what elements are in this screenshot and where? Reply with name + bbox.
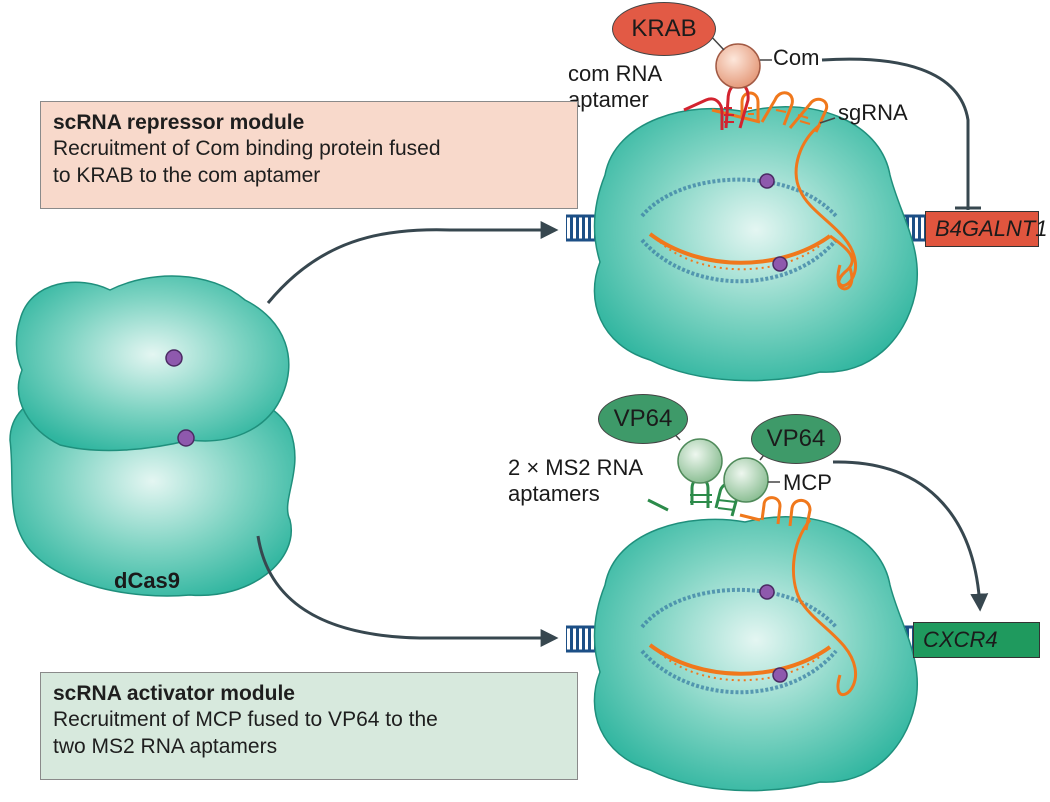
activator-desc-2: two MS2 RNA aptamers xyxy=(53,734,278,758)
ms2-label-1: 2 × MS2 RNA xyxy=(508,455,644,480)
sgrna-backbone-bottom xyxy=(791,519,858,697)
arrow-to-activator xyxy=(256,535,559,647)
repressor-desc-2: to KRAB to the com aptamer xyxy=(53,163,321,187)
vp64-label-1: VP64 xyxy=(613,405,673,432)
krab-domain: KRAB xyxy=(612,2,716,56)
repressor-desc-1: Recruitment of Com binding protein fused xyxy=(53,137,441,161)
sgrna-spacer-top xyxy=(648,232,832,265)
sgrna-backbone-top xyxy=(794,123,858,291)
com-label: Com xyxy=(773,45,820,70)
sgrna-hairpins-bottom xyxy=(739,496,812,531)
magnesium-ion-icon xyxy=(177,429,195,447)
activator-title: scRNA activator module xyxy=(53,682,295,705)
dcas9-label: dCas9 xyxy=(114,568,181,593)
activator-complex xyxy=(566,426,989,792)
activation-arrow-icon xyxy=(832,460,989,612)
dcas9-bound-bottom xyxy=(593,515,919,792)
arrow-to-repressor xyxy=(266,221,559,304)
vp64-label-2: VP64 xyxy=(766,425,826,452)
ms2-label-2: aptamers xyxy=(508,481,600,506)
activator-module-box: scRNA activator module Recruitment of MC… xyxy=(40,672,578,780)
sgrna-hairpins-top xyxy=(711,91,829,133)
gene-cxcr4: CXCR4 xyxy=(913,622,1040,658)
krab-label: KRAB xyxy=(631,15,697,42)
repressor-title: scRNA repressor module xyxy=(53,111,305,134)
magnesium-ion-icon xyxy=(165,349,183,367)
magnesium-ion-icon xyxy=(772,256,788,272)
dcas9-bound-top xyxy=(593,105,919,382)
magnesium-ion-icon xyxy=(759,173,775,189)
com-protein xyxy=(715,43,761,89)
sgrna-spacer-bottom xyxy=(648,643,832,676)
mcp-protein-2 xyxy=(723,457,769,503)
mcp-label: MCP xyxy=(783,470,832,495)
dcas9-upper-lobe xyxy=(15,275,290,452)
vp64-domain-2: VP64 xyxy=(751,414,841,464)
inhibition-arrow-icon xyxy=(821,57,970,210)
activator-desc-1: Recruitment of MCP fused to VP64 to the xyxy=(53,708,438,732)
repressor-complex xyxy=(566,32,981,382)
sgrna-label: sgRNA xyxy=(838,100,908,125)
vp64-domain-1: VP64 xyxy=(598,394,688,444)
magnesium-ion-icon xyxy=(772,667,788,683)
com-aptamer-label-1: com RNA xyxy=(568,61,663,86)
repressor-module-box: scRNA repressor module Recruitment of Co… xyxy=(40,101,578,209)
gene-b4galnt1: B4GALNT1 xyxy=(925,211,1048,247)
com-aptamer-label-2: aptamer xyxy=(568,87,649,112)
mcp-protein-1 xyxy=(677,438,723,484)
dcas9-protein xyxy=(9,275,296,597)
magnesium-ion-icon xyxy=(759,584,775,600)
